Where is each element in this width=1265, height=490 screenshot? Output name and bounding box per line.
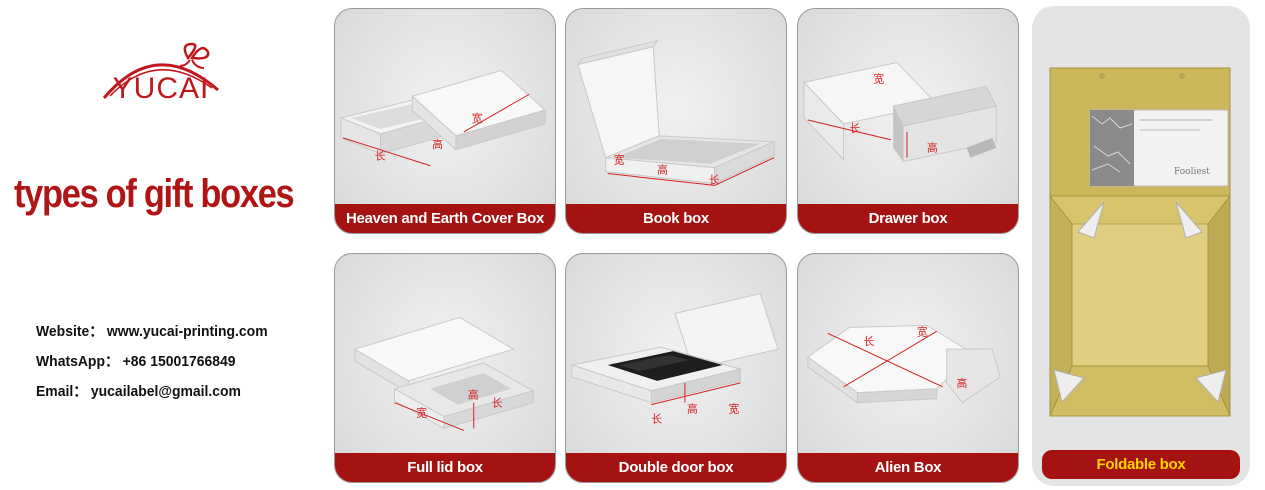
- dimension-label: 高: [468, 388, 479, 402]
- double-door-box-illustration: 长 高 宽: [569, 293, 779, 426]
- dimension-label: 高: [927, 141, 938, 155]
- ribbon-logo-icon: [102, 42, 219, 99]
- box-caption: Drawer box: [798, 204, 1018, 233]
- box-card-foldable[interactable]: Fooliest Foldable box: [1032, 6, 1250, 486]
- box-card-full-lid[interactable]: 宽 高 长 Full lid box: [334, 253, 556, 483]
- heaven-earth-box-illustration: 长 宽 高: [339, 69, 547, 167]
- lid-card-text: Fooliest: [1174, 167, 1210, 177]
- contact-website[interactable]: Website：www.yucai-printing.com: [36, 320, 268, 350]
- book-box-illustration: 宽 高 长: [576, 39, 775, 186]
- dimension-label: 高: [957, 376, 968, 390]
- page-heading: types of gift boxes: [14, 172, 295, 216]
- box-card-double-door[interactable]: 长 高 宽 Double door box: [565, 253, 787, 483]
- contact-info: Website：www.yucai-printing.com WhatsApp：…: [36, 320, 285, 410]
- yucai-logo: YUCAI: [96, 38, 226, 110]
- brand-name: YUCAI: [112, 72, 210, 105]
- dimension-label: 长: [863, 335, 874, 348]
- dimension-label: 高: [657, 163, 668, 177]
- drawer-box-illustration: 宽 长 高: [802, 61, 997, 163]
- dimension-label: 长: [709, 173, 720, 186]
- box-card-heaven-earth[interactable]: 长 宽 高 Heaven and Earth Cover Box: [334, 8, 556, 234]
- contact-whatsapp[interactable]: WhatsApp：+86 15001766849: [36, 350, 268, 380]
- contact-value: +86 15001766849: [122, 353, 236, 370]
- dimension-label: 长: [651, 413, 662, 426]
- full-lid-box-illustration: 宽 高 长: [353, 316, 535, 431]
- dimension-label: 宽: [729, 402, 740, 416]
- dimension-label: 宽: [472, 111, 483, 125]
- contact-value: yucailabel@gmail.com: [90, 383, 241, 400]
- dimension-label: 宽: [873, 71, 884, 85]
- box-caption: Alien Box: [798, 453, 1018, 482]
- dimension-label: 宽: [416, 406, 427, 420]
- box-caption: Foldable box: [1042, 450, 1240, 479]
- box-card-book[interactable]: 宽 高 长 Book box: [565, 8, 787, 234]
- dimension-label: 长: [375, 150, 386, 163]
- foldable-box-illustration: Fooliest: [1049, 67, 1231, 417]
- contact-label: Email：: [36, 383, 88, 400]
- contact-label: Website：: [36, 323, 104, 340]
- box-caption: Heaven and Earth Cover Box: [335, 204, 555, 233]
- dimension-label: 高: [432, 137, 443, 151]
- alien-box-illustration: 长 宽 高: [807, 324, 1001, 404]
- contact-value: www.yucai-printing.com: [106, 323, 268, 340]
- box-caption: Full lid box: [335, 453, 555, 482]
- box-card-alien[interactable]: 长 宽 高 Alien Box: [797, 253, 1019, 483]
- dimension-label: 高: [687, 402, 698, 416]
- contact-email[interactable]: Email：yucailabel@gmail.com: [36, 380, 268, 410]
- dimension-label: 宽: [614, 153, 625, 167]
- dimension-label: 长: [492, 397, 503, 410]
- dimension-label: 长: [850, 122, 861, 135]
- contact-label: WhatsApp：: [36, 353, 119, 370]
- box-caption: Book box: [566, 204, 786, 233]
- dimension-label: 宽: [917, 324, 928, 338]
- box-caption: Double door box: [566, 453, 786, 482]
- box-card-drawer[interactable]: 宽 长 高 Drawer box: [797, 8, 1019, 234]
